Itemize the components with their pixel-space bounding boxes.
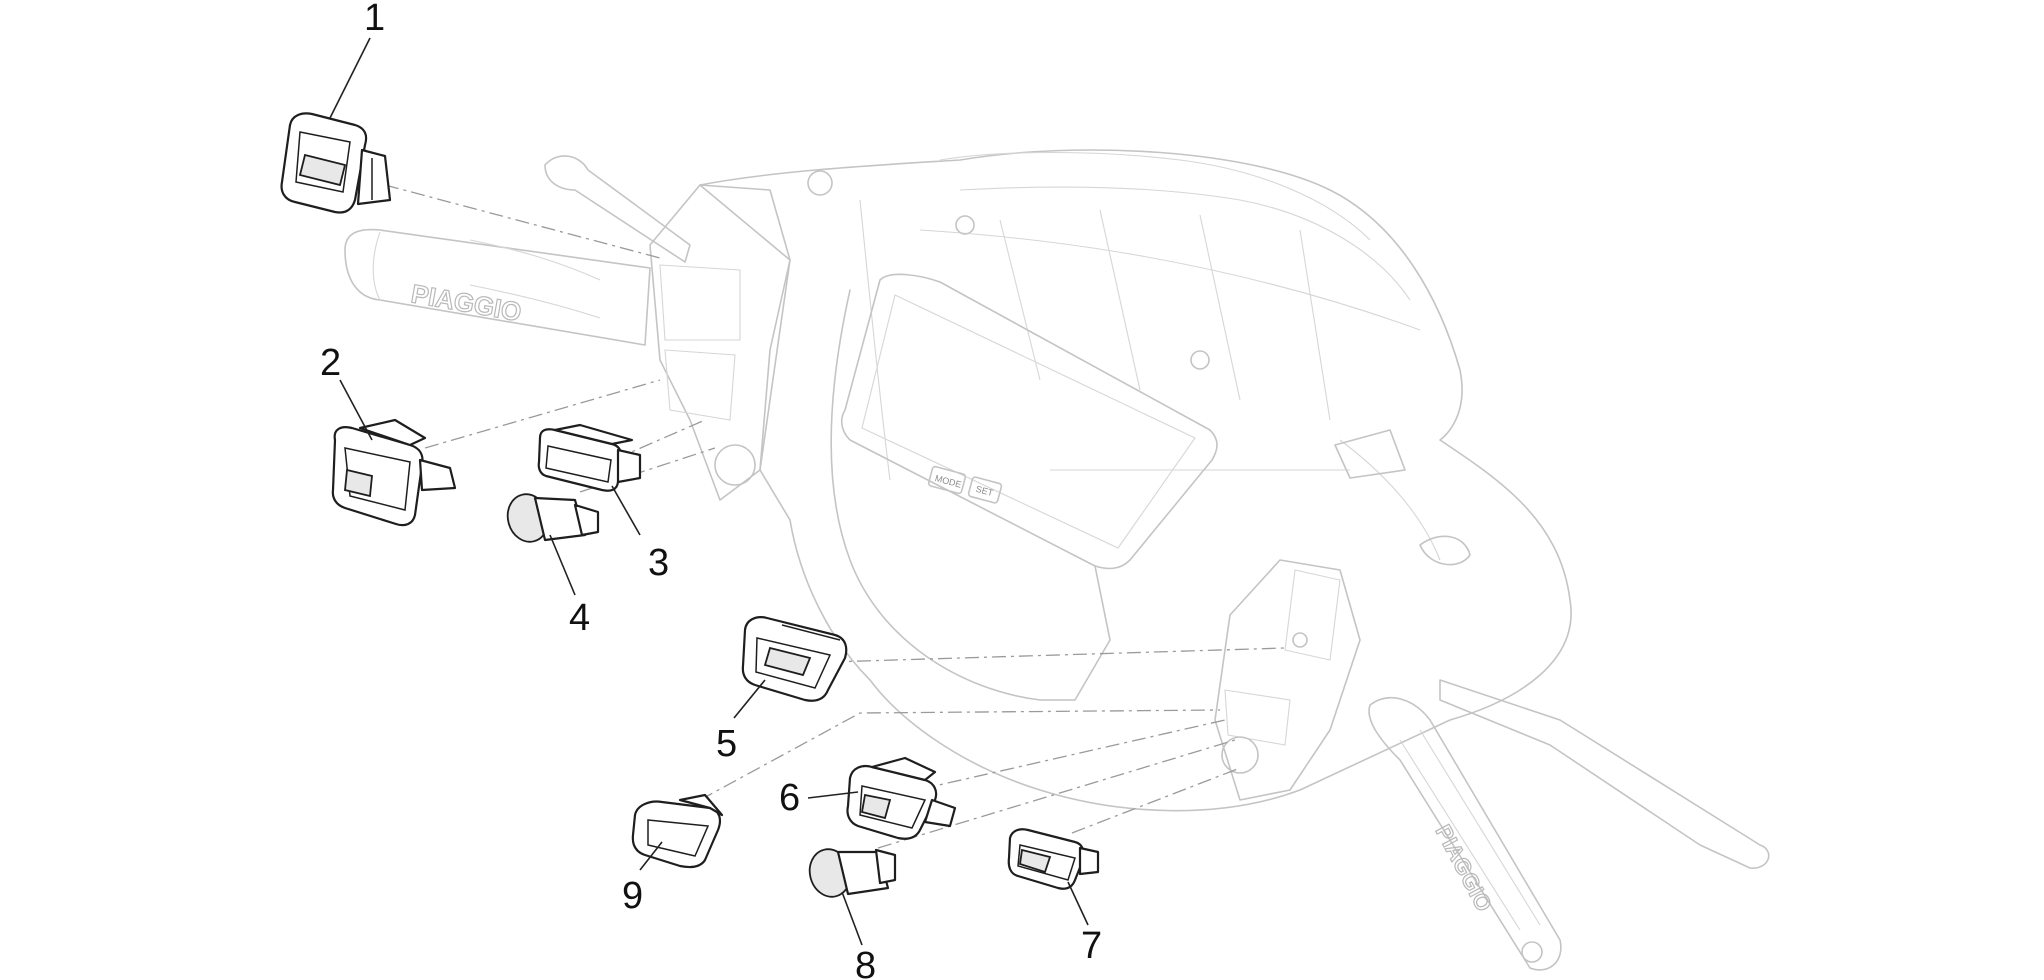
callout-2-number: 2 [320, 342, 341, 384]
callout-1: 1 [329, 0, 385, 119]
callout-7: 7 [1067, 881, 1102, 967]
part-3-rocker-switch [537, 423, 642, 492]
instrument-display: MODE SET [830, 273, 1218, 701]
callout-8-number: 8 [855, 945, 876, 980]
callout-2: 2 [320, 342, 373, 441]
right-grip-brand: PIAGGIO [1431, 821, 1497, 916]
callout-7-number: 7 [1081, 925, 1102, 967]
callout-1-number: 1 [364, 0, 385, 39]
callout-3: 3 [611, 485, 669, 584]
part-1-light-switch [280, 112, 392, 214]
callout-5-number: 5 [716, 723, 737, 765]
left-switch-housing [649, 184, 791, 501]
callout-9: 9 [622, 841, 663, 917]
set-button-label: SET [975, 484, 995, 498]
callout-3-number: 3 [648, 542, 669, 584]
left-grip-brand: PIAGGIO [409, 278, 524, 327]
part-5-switch [741, 616, 848, 702]
part-9-switch-cover [631, 793, 724, 869]
part-4-push-button [506, 493, 600, 543]
callout-4: 4 [549, 534, 590, 639]
mode-button [927, 465, 967, 495]
part-2-switch [331, 418, 457, 527]
set-button [967, 476, 1003, 504]
part-8-push-button [808, 848, 897, 898]
callout-8: 8 [841, 891, 876, 980]
callout-9-number: 9 [622, 875, 643, 917]
callout-6: 6 [779, 777, 859, 819]
part-7-rocker-switch [1007, 828, 1100, 890]
left-brake-lever [544, 155, 691, 263]
right-brake-lever [1439, 679, 1770, 869]
left-grip: PIAGGIO [344, 228, 651, 346]
display-buttons: MODE SET [927, 465, 1003, 504]
callouts: 1 2 3 4 5 6 7 8 [320, 0, 1102, 980]
part-6-switch [846, 756, 957, 840]
headset-body [699, 149, 1572, 812]
callout-4-number: 4 [569, 597, 590, 639]
callout-6-number: 6 [779, 777, 800, 819]
callout-5: 5 [716, 679, 766, 765]
right-grip: PIAGGIO [1368, 696, 1562, 971]
